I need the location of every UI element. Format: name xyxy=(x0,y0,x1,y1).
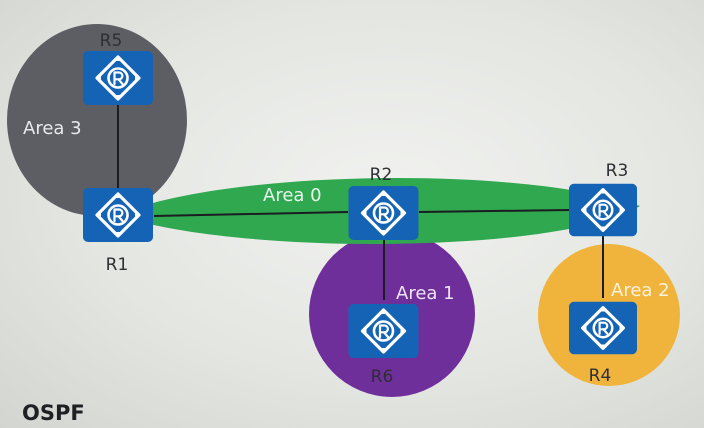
router-r3-icon xyxy=(569,183,637,237)
diagram-title: OSPF xyxy=(22,401,85,425)
router-r5-label: R5 xyxy=(100,31,123,51)
router-r5-icon xyxy=(83,51,153,105)
link-r1-r2 xyxy=(153,211,349,217)
area-3-label: Area 3 xyxy=(23,118,82,139)
area-1-label: Area 1 xyxy=(396,283,455,304)
area-2-label: Area 2 xyxy=(611,280,670,301)
area-0-label: Area 0 xyxy=(263,185,322,206)
links xyxy=(117,100,604,300)
router-r6-icon xyxy=(348,304,419,358)
router-r4-label: R4 xyxy=(589,366,612,386)
router-r6-label: R6 xyxy=(371,367,394,387)
router-r1-icon xyxy=(83,188,153,242)
router-r4-icon xyxy=(569,301,637,355)
router-r3-label: R3 xyxy=(606,161,629,181)
link-r2-r3 xyxy=(418,209,570,213)
router-r1-label: R1 xyxy=(106,255,129,275)
router-r2-icon xyxy=(348,186,419,240)
router-r2-label: R2 xyxy=(370,165,393,185)
